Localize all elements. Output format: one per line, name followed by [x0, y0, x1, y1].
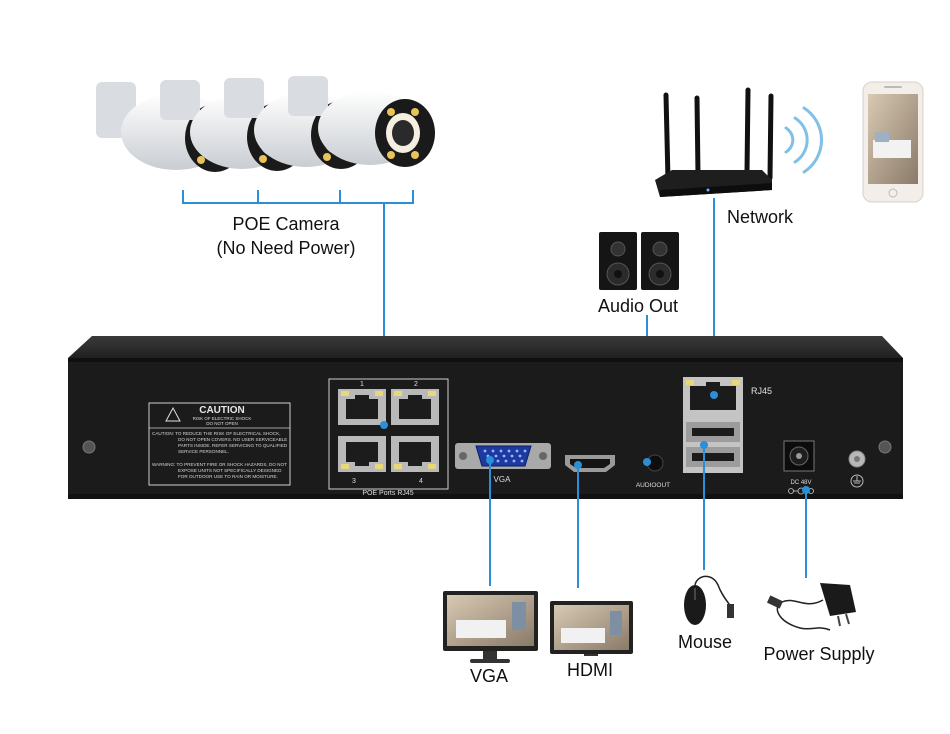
router-icon	[655, 87, 774, 197]
rj45-port-label: RJ45	[751, 386, 772, 396]
caution-text-line: FOR OUTDOOR USE TO RAIN OR MOISTURE.	[178, 474, 278, 479]
caution-text-line: WARNING: TO PREVENT FIRE OR SHOCK HAZARD…	[152, 462, 287, 467]
hdmi-port-icon	[565, 455, 615, 472]
caution-line: DO NOT OPEN	[206, 421, 237, 426]
connection-dot	[380, 421, 388, 429]
network-label: Network	[727, 207, 794, 227]
rj45-port-icon	[338, 436, 386, 472]
smartphone-icon	[862, 81, 924, 203]
caution-title: CAUTION	[199, 405, 245, 416]
caution-text-line: EXPOSE UNITS NOT SPECIFICALLY DESIGNED	[178, 468, 282, 473]
speaker-icon	[599, 232, 637, 290]
caution-text-line: CAUTION: TO REDUCE THE RISK OF ELECTRICA…	[152, 431, 280, 436]
vga-port-label: VGA	[494, 475, 512, 484]
poe-ports-label: POE Ports RJ45	[362, 490, 413, 497]
caution-text-line: PARTS INSIDE. REFER SERVICING TO QUALIFI…	[178, 443, 288, 448]
port-number: 2	[414, 381, 418, 388]
mouse-label: Mouse	[677, 632, 733, 652]
rj45-usb-block: RJ45	[683, 377, 772, 473]
caution-text-line: DO NOT OPEN COVERS. NO USER SERVICEABLE	[178, 437, 287, 442]
camera-icon	[288, 76, 435, 167]
hdmi-monitor-icon	[550, 601, 633, 656]
connection-dot	[710, 391, 718, 399]
poe-cameras	[96, 76, 435, 172]
vga-label: VGA	[469, 666, 509, 686]
port-number: 1	[360, 381, 364, 388]
vga-monitor-icon	[443, 591, 538, 663]
rj45-port-icon	[391, 389, 439, 425]
caution-label: CAUTION RISK OF ELECTRIC SHOCK DO NOT OP…	[148, 402, 291, 486]
poe-camera-label: POE Camera	[232, 214, 340, 234]
no-need-power-label: (No Need Power)	[216, 238, 356, 258]
audio-out-label: Audio Out	[597, 296, 679, 316]
port-number: 4	[419, 478, 423, 485]
power-adapter-icon	[766, 583, 856, 631]
rj45-port-icon	[338, 389, 386, 425]
poe-ports-block: 1 2 3 4	[328, 378, 449, 497]
rj45-port-icon	[391, 436, 439, 472]
speaker-icon	[641, 232, 679, 290]
connection-dot	[643, 458, 651, 466]
connection-dot	[574, 461, 582, 469]
bottom-connector-lines	[489, 445, 807, 588]
audio-port-label: AUDIOOUT	[636, 482, 670, 489]
caution-text-line: SERVICE PERSONNEL.	[178, 449, 229, 454]
mouse-icon	[684, 575, 734, 625]
dc-voltage-label: DC 48V	[790, 480, 811, 486]
power-supply-label: Power Supply	[763, 644, 875, 664]
port-number: 3	[352, 478, 356, 485]
hdmi-label: HDMI	[567, 660, 613, 680]
wifi-signal-icon	[784, 106, 823, 174]
connection-dot	[486, 456, 494, 464]
caution-line: RISK OF ELECTRIC SHOCK	[193, 416, 252, 421]
